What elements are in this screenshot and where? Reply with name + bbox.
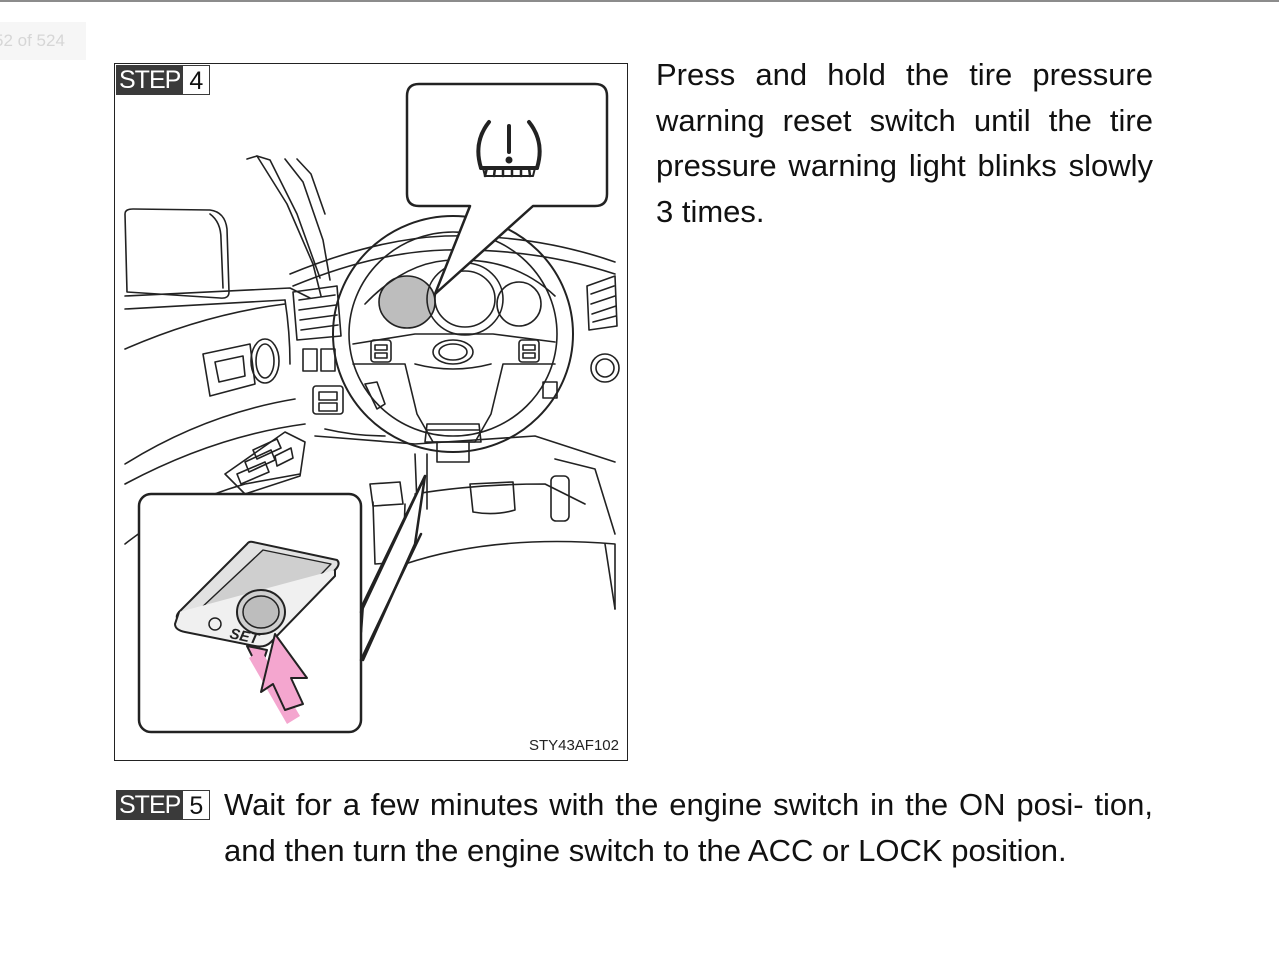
figure-code: STY43AF102 (528, 737, 619, 754)
step5-badge-word: STEP (116, 790, 184, 820)
step4-illustration: SET STEP 4 STY43AF102 (114, 63, 628, 761)
step5-badge: STEP 5 (116, 790, 211, 820)
reset-switch (174, 540, 340, 648)
page-counter-text: 52 of 524 (0, 31, 65, 50)
step4-badge-word: STEP (116, 65, 184, 95)
tire-pressure-warning-icon (476, 120, 542, 178)
page-counter: 52 of 524 (0, 22, 86, 60)
step5-badge-number: 5 (183, 790, 211, 820)
step4-badge-number: 4 (183, 65, 211, 95)
step4-badge: STEP 4 (116, 65, 211, 95)
switch-label: SET (228, 625, 262, 648)
step5-instruction: Wait for a few minutes with the engine s… (224, 787, 1153, 868)
dashboard-illustration: SET (124, 82, 620, 734)
top-divider (0, 0, 1279, 2)
step4-instruction: Press and hold the tire pressure warning… (656, 57, 1153, 229)
